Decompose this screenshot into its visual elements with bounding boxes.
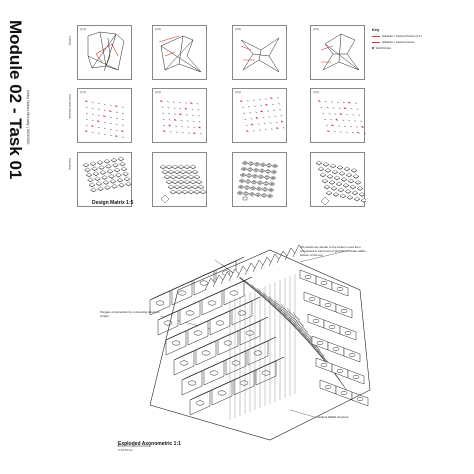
legend-swatch	[372, 47, 374, 49]
legend-swatch	[372, 41, 380, 43]
legend-label: Grid Points	[376, 46, 391, 50]
panel-tag: {3;0}	[235, 27, 242, 31]
annotation-left: Polygon construction by connecting direc…	[100, 310, 160, 318]
loft-sketch-3	[240, 37, 280, 73]
matrix-panel-grid-1: {1;0}	[77, 88, 132, 143]
design-matrix-label: Design Matrix 1:5	[92, 200, 134, 206]
loft-sketch-4	[320, 33, 360, 71]
legend-label: Attractor / Control Curve	[382, 40, 415, 44]
paneling-3	[236, 160, 279, 201]
point-grid-1	[85, 100, 124, 139]
legend-title: Key	[372, 27, 380, 32]
panel-tag: {4;0}	[313, 90, 320, 94]
legend-swatch	[372, 35, 380, 37]
matrix-panel-loft-3: {3;0}	[232, 25, 287, 80]
legend: Key Attractor / Control Points (1,1) Att…	[372, 27, 432, 52]
point-grid-4	[318, 100, 366, 134]
paneling-2	[159, 164, 207, 204]
panel-tag: {2;0}	[155, 27, 162, 31]
paneling-4	[315, 160, 366, 206]
loft-sketch-2	[158, 35, 202, 73]
loft-sketch-1	[87, 31, 125, 72]
annotation-top: 2D panels are similar to the bottom ones…	[300, 245, 366, 257]
annotation-bottom: Hollow Waffle structure	[318, 415, 349, 419]
matrix-panel-panel-2	[152, 152, 207, 207]
legend-item: Grid Points	[372, 46, 432, 50]
matrix-panel-grid-4: {4;0}	[310, 88, 366, 143]
panel-tag: {2;0}	[155, 90, 162, 94]
matrix-panel-loft-2: {2;0}	[152, 25, 207, 80]
exploded-label: Exploded Axonometric 1:1	[118, 441, 181, 447]
matrix-panel-grid-3: {3;0}	[232, 88, 287, 143]
panel-tag: {1;0}	[80, 90, 87, 94]
panel-tag: {4;0}	[313, 27, 320, 31]
legend-item: Attractor / Control Curve	[372, 40, 432, 44]
scale-bar: 0 20 60mm	[118, 448, 134, 452]
matrix-panel-panel-3	[232, 152, 287, 207]
matrix-panel-panel-4	[310, 152, 366, 207]
legend-item: Attractor / Control Points (1,1)	[372, 34, 432, 38]
panel-tag: {1;0}	[80, 27, 87, 31]
point-grid-2	[160, 100, 202, 135]
matrix-panel-panel-1	[77, 152, 132, 207]
point-grid-3	[240, 97, 285, 133]
paneling-1	[82, 156, 132, 193]
matrix-panel-grid-2: {2;0}	[152, 88, 207, 143]
matrix-panel-loft-1: {1;0}	[77, 25, 132, 80]
legend-label: Attractor / Control Points (1,1)	[382, 34, 422, 38]
panel-tag: {3;0}	[235, 90, 242, 94]
matrix-panel-loft-4: {4;0}	[310, 25, 365, 80]
